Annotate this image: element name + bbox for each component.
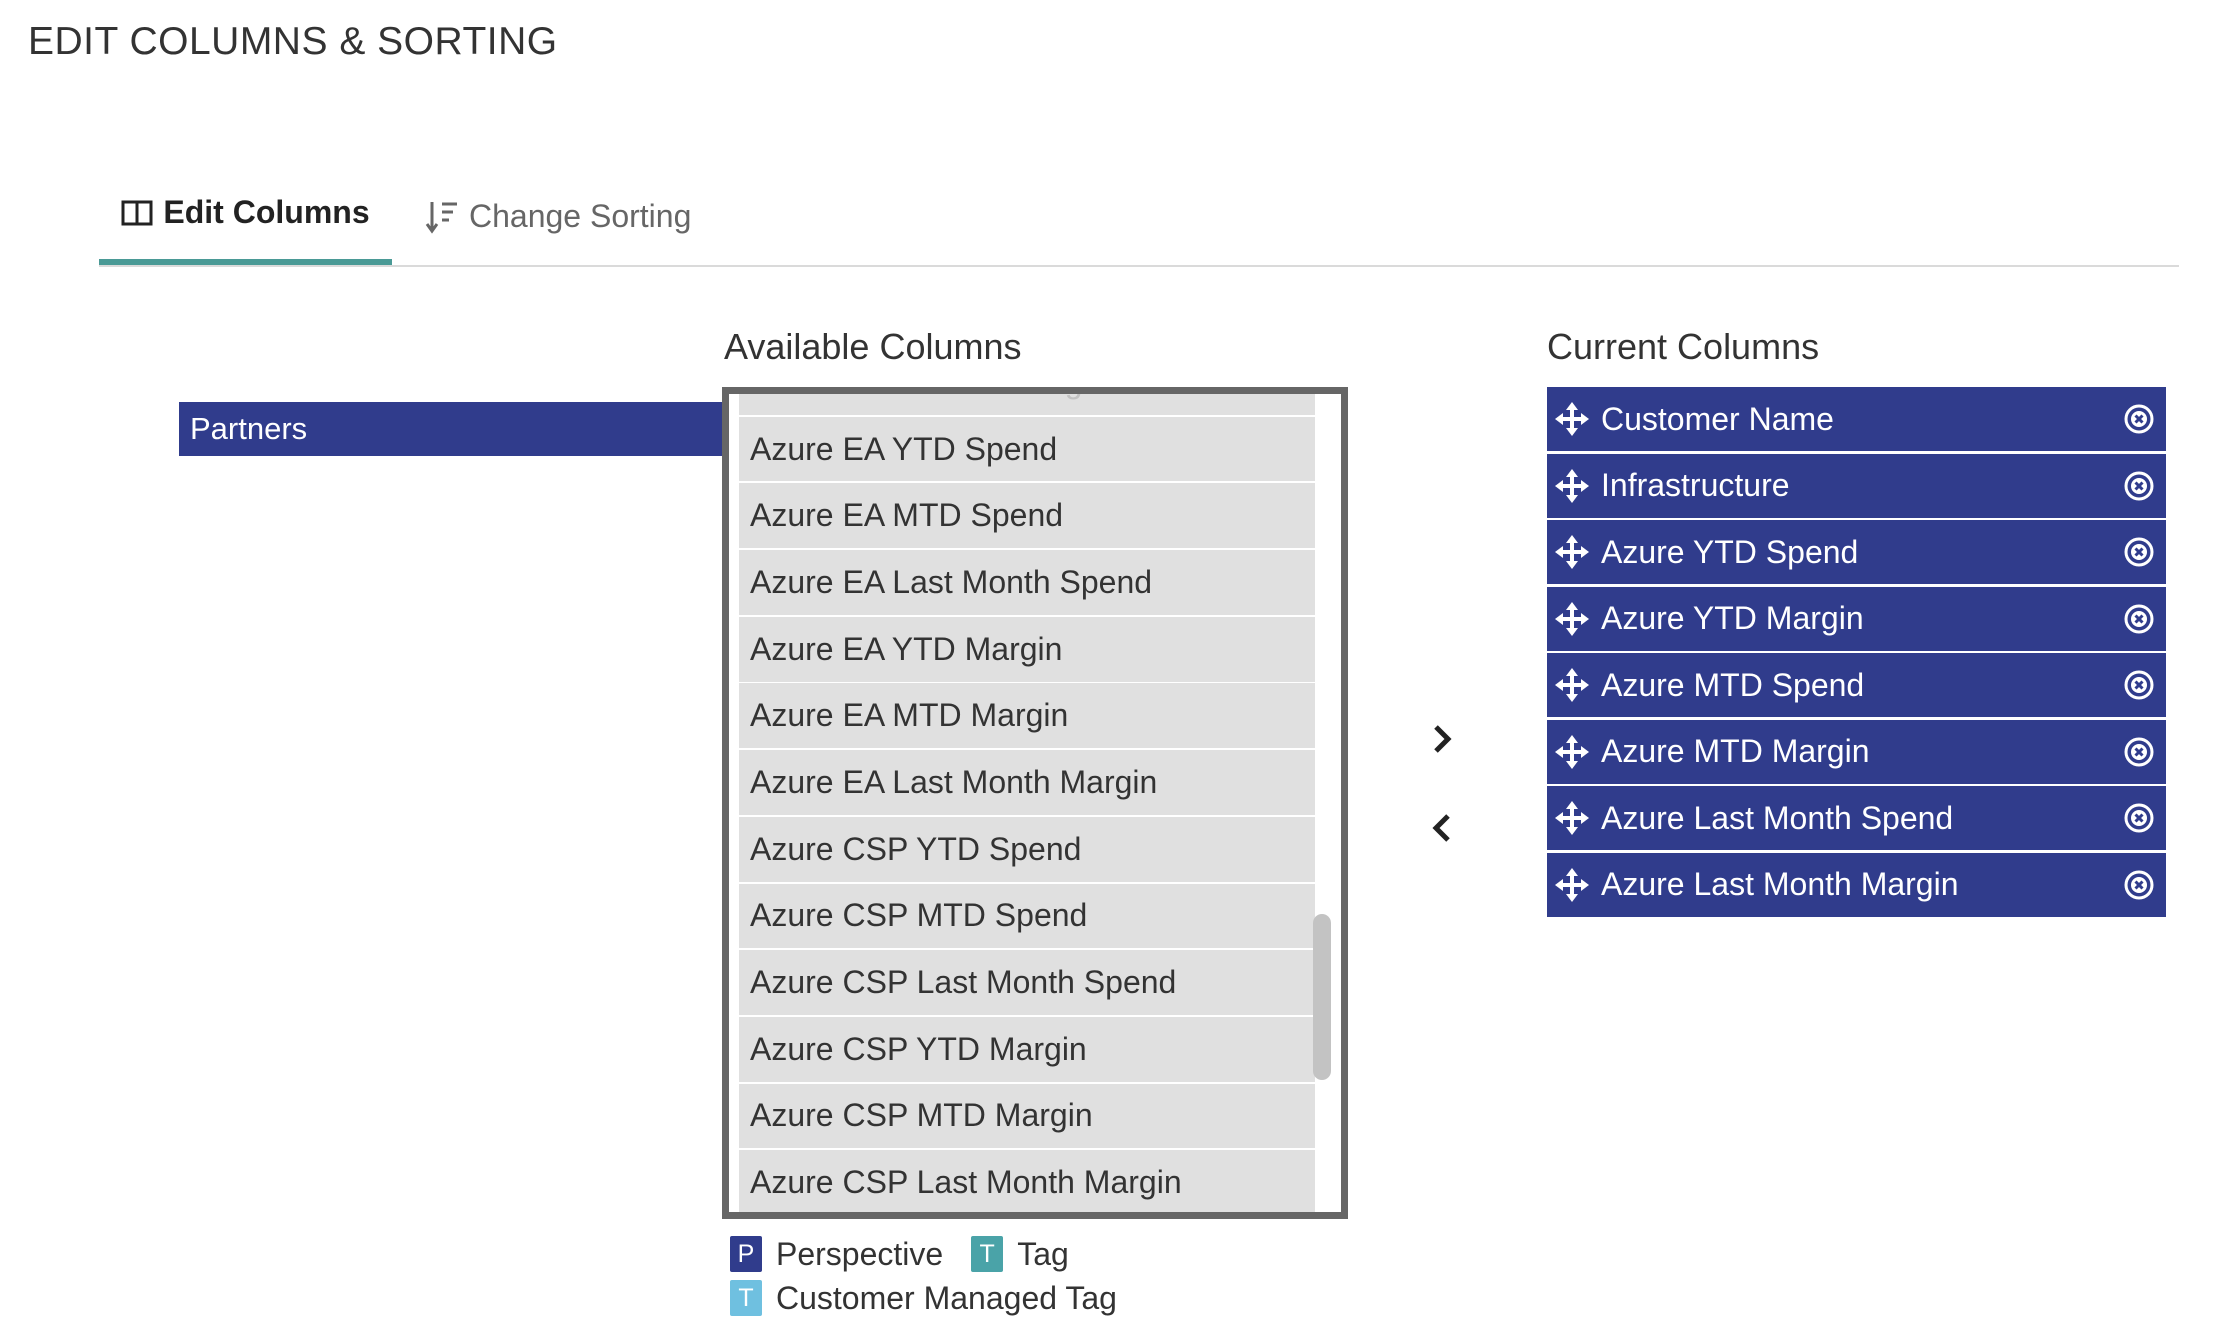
remove-column-icon[interactable]	[2122, 402, 2156, 436]
remove-column-icon[interactable]	[2122, 801, 2156, 835]
current-column-item[interactable]: Customer Name	[1547, 387, 2166, 451]
move-icon[interactable]	[1555, 468, 1589, 503]
current-column-label: Azure Last Month Margin	[1601, 866, 1959, 902]
available-column-item[interactable]: Azure EA Last Month Spend	[739, 550, 1315, 615]
current-column-item[interactable]: Azure MTD Spend	[1547, 653, 2166, 717]
tag-label: Tag	[1017, 1235, 1069, 1272]
tab-change-sorting-label: Change Sorting	[469, 198, 692, 234]
current-column-item[interactable]: Azure Last Month Spend	[1547, 786, 2166, 850]
current-columns-heading: Current Columns	[1547, 326, 1820, 367]
current-column-label: Infrastructure	[1601, 467, 1790, 503]
available-column-item[interactable]: Azure EA MTD Margin	[739, 683, 1315, 749]
columns-icon	[121, 200, 153, 225]
move-icon[interactable]	[1555, 535, 1589, 569]
current-column-item[interactable]: Infrastructure	[1547, 453, 2166, 518]
available-column-item[interactable]: Azure CSP YTD Spend	[739, 816, 1315, 882]
current-column-item[interactable]: Azure YTD Margin	[1547, 586, 2166, 651]
customer-tag-label: Customer Managed Tag	[776, 1279, 1117, 1316]
remove-column-icon[interactable]	[2122, 668, 2156, 702]
sort-icon	[425, 201, 457, 234]
current-column-label: Azure YTD Margin	[1601, 600, 1864, 636]
current-column-label: Customer Name	[1601, 400, 1834, 437]
remove-column-button[interactable]	[1422, 808, 1462, 848]
customer-tag-badge: T	[730, 1280, 762, 1316]
available-column-item[interactable]: Azure EA MTD Spend	[739, 483, 1315, 549]
tab-edit-columns[interactable]: Edit Columns	[99, 166, 392, 265]
move-icon[interactable]	[1555, 402, 1589, 436]
move-icon[interactable]	[1555, 867, 1589, 902]
tab-change-sorting[interactable]: Change Sorting	[425, 170, 691, 263]
move-icon[interactable]	[1555, 668, 1589, 702]
available-column-item[interactable]: Azure CSP Last Month Margin	[739, 1150, 1315, 1212]
legend: P Perspective T Tag T Customer Managed T…	[730, 1232, 1117, 1320]
category-partners[interactable]: Partners	[179, 402, 722, 456]
tag-badge: T	[971, 1236, 1004, 1272]
move-icon[interactable]	[1555, 734, 1589, 769]
available-column-item[interactable]: Azure EA Last Month Margin	[739, 750, 1315, 815]
chevron-left-icon	[1432, 814, 1450, 842]
remove-column-icon[interactable]	[2122, 868, 2156, 902]
perspective-label: Perspective	[776, 1235, 944, 1272]
scrollbar-thumb[interactable]	[1313, 914, 1331, 1080]
tab-edit-columns-label: Edit Columns	[163, 194, 370, 230]
current-column-label: Azure Last Month Spend	[1601, 799, 1954, 836]
available-column-item[interactable]: Azure EA YTD Spend	[739, 416, 1315, 482]
perspective-badge: P	[730, 1236, 762, 1272]
available-column-item[interactable]: Azure EA YTD Margin	[739, 616, 1315, 682]
available-columns-heading: Available Columns	[724, 326, 1022, 367]
tab-bar: Edit Columns Change Sorting	[99, 170, 2179, 267]
current-column-item[interactable]: Azure Last Month Margin	[1547, 852, 2166, 917]
page-title: EDIT COLUMNS & SORTING	[28, 20, 558, 63]
move-icon[interactable]	[1555, 801, 1589, 835]
remove-column-icon[interactable]	[2122, 735, 2156, 769]
scrollbar-track	[1317, 394, 1335, 1212]
current-column-item[interactable]: Azure YTD Spend	[1547, 520, 2166, 584]
available-column-item[interactable]: Azure Last Month Margin	[739, 394, 1315, 415]
remove-column-icon[interactable]	[2122, 535, 2156, 569]
add-column-button[interactable]	[1422, 719, 1462, 759]
available-column-item[interactable]: Azure CSP YTD Margin	[739, 1016, 1315, 1082]
remove-column-icon[interactable]	[2122, 602, 2156, 636]
current-column-item[interactable]: Azure MTD Margin	[1547, 719, 2166, 784]
available-column-item[interactable]: Azure CSP MTD Spend	[739, 883, 1315, 949]
current-column-label: Azure MTD Margin	[1601, 733, 1870, 769]
current-column-label: Azure YTD Spend	[1601, 533, 1859, 570]
remove-column-icon[interactable]	[2122, 469, 2156, 503]
move-icon[interactable]	[1555, 601, 1589, 636]
available-column-item[interactable]: Azure CSP Last Month Spend	[739, 950, 1315, 1015]
chevron-right-icon	[1434, 725, 1452, 753]
available-column-item[interactable]: Azure CSP MTD Margin	[739, 1083, 1315, 1149]
current-column-label: Azure MTD Spend	[1601, 666, 1865, 703]
